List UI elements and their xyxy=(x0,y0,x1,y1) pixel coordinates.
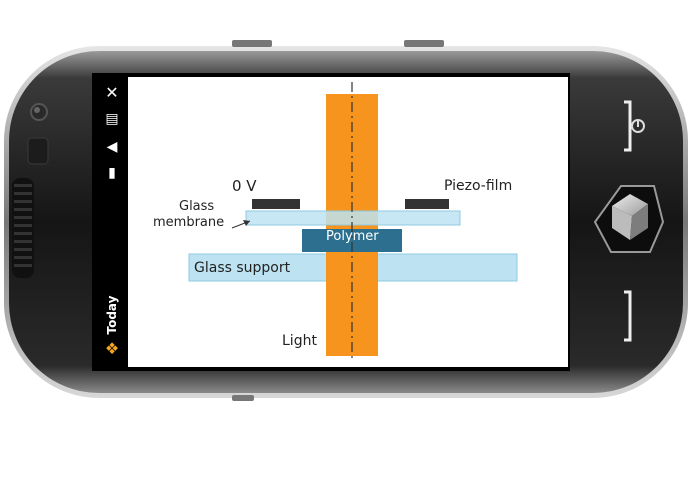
status-bar: ✕ ▤ ◀ ▮ ❖ xyxy=(96,77,128,367)
glass-membrane xyxy=(245,210,461,226)
signal-icon[interactable]: ▮ xyxy=(108,165,116,181)
side-button-top-left xyxy=(232,40,272,47)
label-glass-support: Glass support xyxy=(194,260,291,276)
label-membrane: membrane xyxy=(153,215,225,230)
speaker-grille xyxy=(12,178,34,278)
label-light: Light xyxy=(282,333,317,349)
label-polymer: Polymer xyxy=(326,229,379,244)
battery-icon: ▤ xyxy=(105,111,119,127)
polymer-layer xyxy=(302,229,402,252)
end-key xyxy=(624,290,632,342)
windows-start-icon[interactable]: ❖ xyxy=(104,339,120,358)
label-0v: 0 V xyxy=(232,177,257,195)
label-glass: Glass xyxy=(179,199,215,214)
navigation-cube-key xyxy=(593,185,665,253)
side-button-top-right xyxy=(404,40,444,47)
today-label[interactable]: Today xyxy=(105,295,119,335)
light-sensor xyxy=(27,137,49,165)
call-key xyxy=(624,100,632,152)
electrode-0v xyxy=(252,199,300,209)
side-button-bottom xyxy=(232,395,254,401)
diagram-canvas xyxy=(128,77,568,367)
electrode-piezo xyxy=(405,199,449,209)
label-piezo-film: Piezo-film xyxy=(444,178,513,194)
close-icon[interactable]: ✕ xyxy=(105,83,119,102)
volume-icon[interactable]: ◀ xyxy=(106,139,118,155)
